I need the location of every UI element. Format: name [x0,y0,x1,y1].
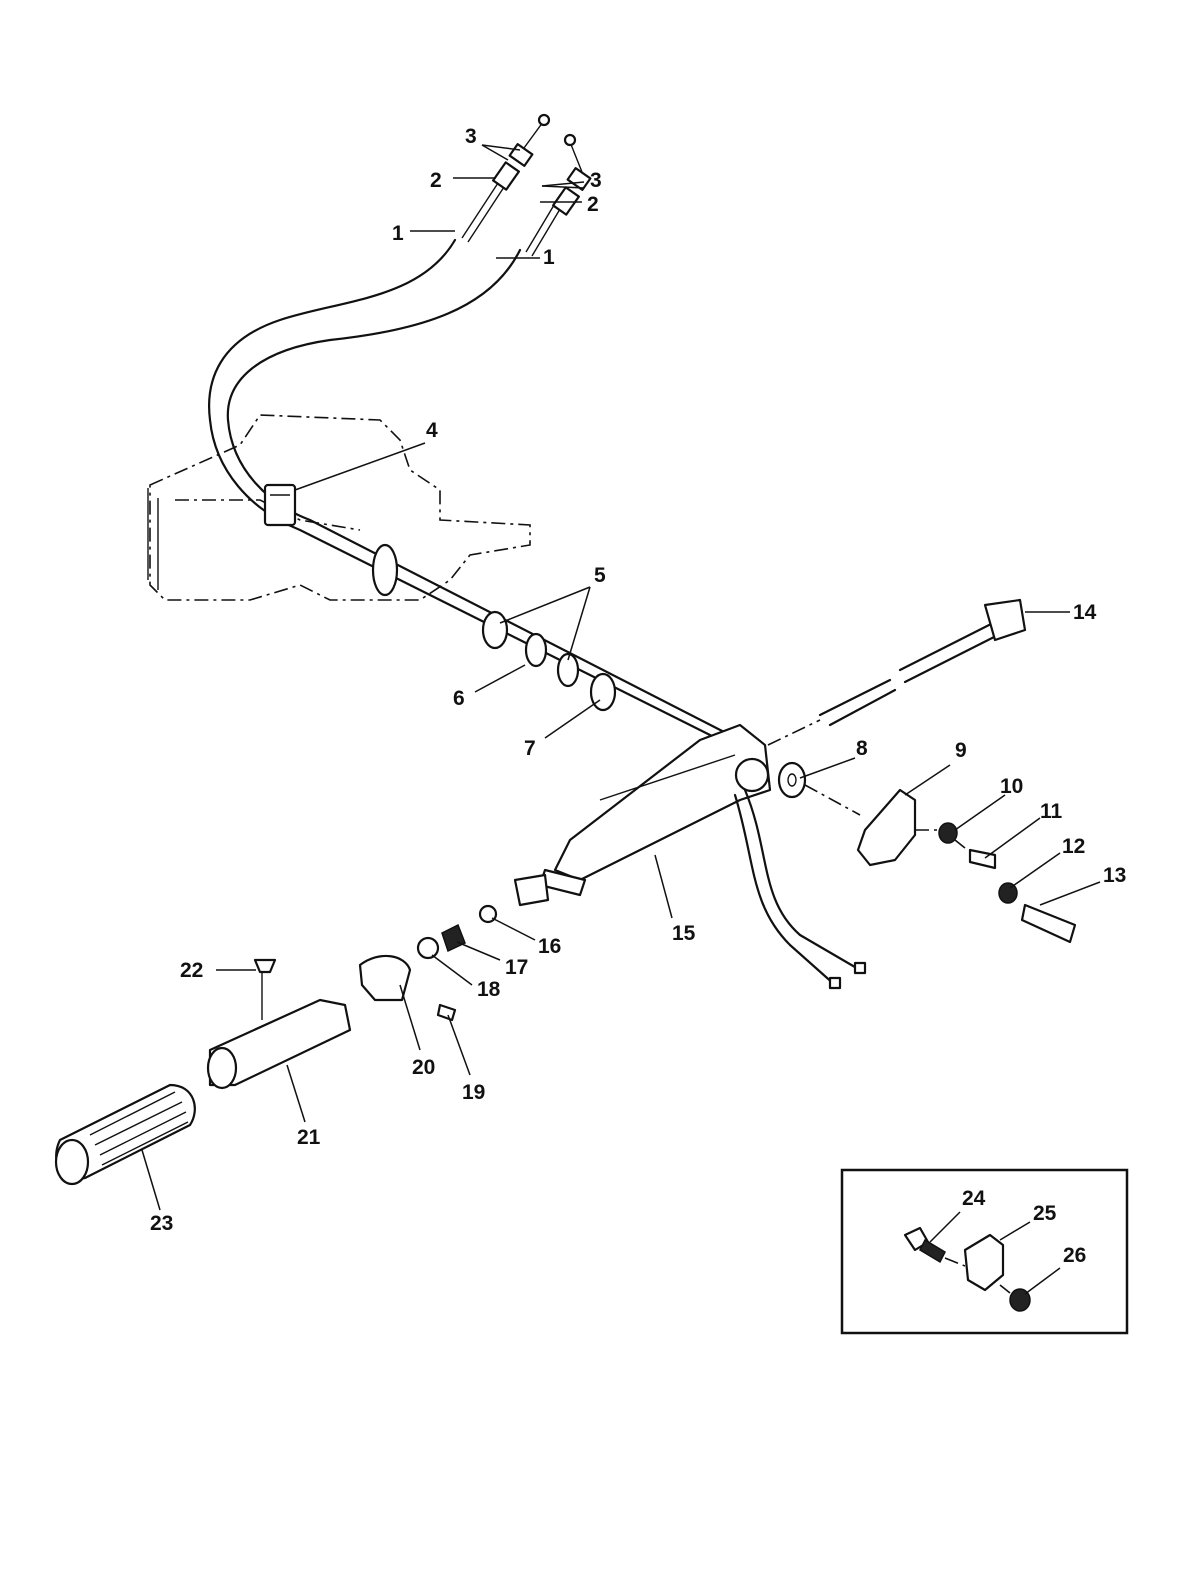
callout-10: 10 [1000,775,1023,798]
pivot-shaft [767,598,1027,746]
callout-26: 26 [1063,1244,1086,1267]
callout-19: 19 [462,1081,485,1104]
control-cables [208,113,732,742]
callout-12: 12 [1062,835,1085,858]
callout-8: 8 [856,737,868,760]
callout-20: 20 [412,1056,435,1079]
grommets [371,543,617,712]
callout-18: 18 [477,978,501,1001]
callout-3a: 3 [465,125,477,148]
callout-1a: 1 [392,222,404,245]
callout-9: 9 [955,739,967,762]
steering-handle-arm [513,723,867,990]
callout-25: 25 [1033,1202,1057,1225]
callout-24: 24 [962,1187,986,1210]
bracket-hardware [777,761,1077,944]
callout-16: 16 [538,935,561,958]
callout-15: 15 [672,922,696,945]
engine-phantom-outline [147,414,531,601]
callout-7: 7 [524,737,536,760]
callout-23: 23 [150,1212,173,1235]
callout-22: 22 [180,959,203,982]
callout-2a: 2 [430,169,442,192]
callout-6: 6 [453,687,465,710]
callout-5: 5 [594,564,606,587]
callout-21: 21 [297,1126,321,1149]
callout-2b: 2 [587,193,599,216]
callout-4: 4 [426,419,438,442]
callout-1b: 1 [543,246,555,269]
leader-lines [141,144,1101,1295]
callout-14: 14 [1073,601,1097,624]
callout-17: 17 [505,956,528,979]
callout-13: 13 [1103,864,1126,887]
inset-detail-box [840,1168,1129,1335]
callout-labels: 1 1 2 2 3 3 4 5 6 7 8 9 10 11 12 13 14 1… [150,125,1126,1267]
callout-11: 11 [1040,800,1063,823]
callout-3b: 3 [590,169,602,192]
handle-grip-assembly [54,904,498,1186]
